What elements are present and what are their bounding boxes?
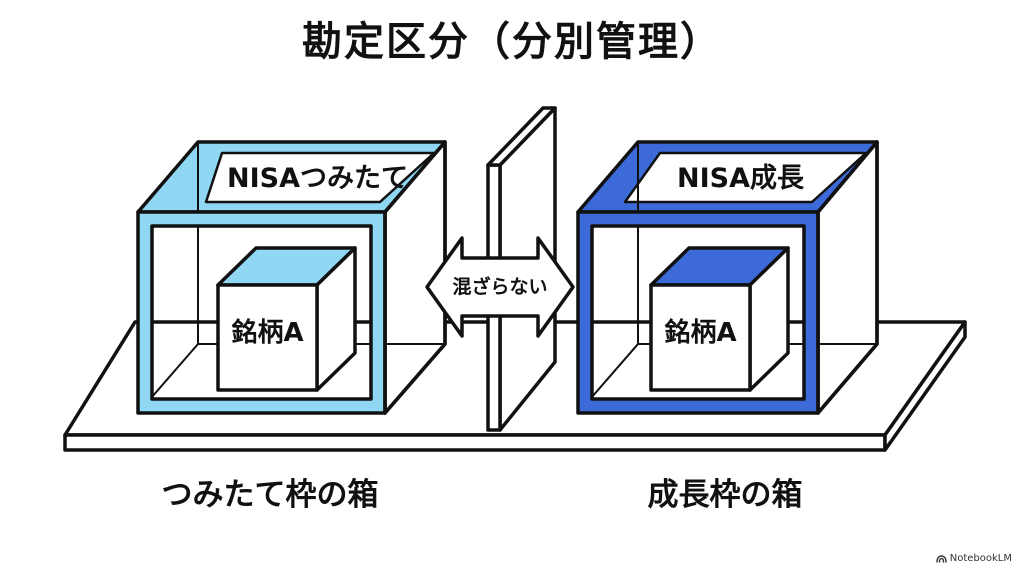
right-box-side-frame: [816, 140, 879, 415]
right-box-caption: 成長枠の箱: [647, 477, 803, 513]
base-platform-side: [883, 320, 967, 452]
left-box-side-frame: [383, 140, 447, 415]
left-box-label: NISAつみたて: [227, 163, 408, 194]
brand-name: NotebookLM: [949, 553, 1012, 564]
right-stock-label: 銘柄A: [664, 318, 737, 348]
diagram-title: 勘定区分（分別管理）: [302, 19, 722, 65]
right-inner-cube-front: [649, 283, 752, 392]
right-box: [576, 140, 879, 415]
left-inner-cube-front: [216, 283, 319, 392]
left-box-caption: つみたて枠の箱: [161, 477, 379, 513]
base-platform-front: [63, 433, 887, 452]
right-box-label: NISA成長: [677, 163, 804, 194]
divider-arrow-label: 混ざらない: [452, 276, 548, 298]
brand-watermark: NotebookLM: [936, 553, 1012, 564]
notebooklm-logo-icon: [936, 554, 947, 563]
divider-arrow: [425, 236, 575, 338]
left-stock-label: 銘柄A: [231, 318, 304, 348]
left-box: [136, 140, 447, 415]
